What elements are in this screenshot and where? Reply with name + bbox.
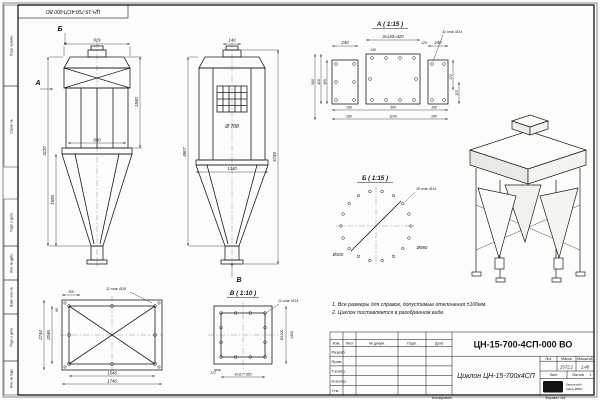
margin-label-6: Инв. № подл. <box>10 368 14 388</box>
detail-b-title: Б ( 1:15 ) <box>362 175 388 182</box>
dim-1746: 1746 <box>107 379 117 384</box>
dim-a-360: 360 <box>390 106 396 110</box>
tb-sheets-value: 1 <box>590 373 592 377</box>
tb-mass-label: Масса <box>561 357 572 361</box>
view-v-holes-note: 12 отв. Ø14 <box>278 299 298 303</box>
dim-a-560: 560 <box>311 79 315 85</box>
company-caption-1: Капельный <box>566 383 582 387</box>
dim-a-190L: 190 <box>346 106 352 110</box>
tb-col-izm: Изм. <box>333 341 341 345</box>
view-arrow-a-label: А <box>34 80 40 87</box>
tb-col-podp: Подп. <box>407 341 417 345</box>
margin-label-2: Подп. и дата <box>10 213 14 232</box>
detail-a: А ( 1:15 ) 32 отв. Ø14 240 3х140=420 120… <box>311 21 462 120</box>
dim-1340: 1340 <box>227 166 237 171</box>
company-caption-2: завод КВЗП <box>566 387 582 391</box>
dim-1546: 1546 <box>107 371 117 376</box>
margin-label-5: Подп. и дата <box>10 328 14 347</box>
dim-a-280L: 280 <box>345 115 352 119</box>
margin-stamps: Перв. примен. Справ. № Подп. и дата Инв.… <box>3 4 19 396</box>
dim-a-140: 140 <box>370 48 376 52</box>
margin-label-1: Справ. № <box>10 119 14 134</box>
format-label: Формат А3 <box>545 395 566 400</box>
company-logo <box>543 381 563 393</box>
dim-a-3x140: 3х140=420 <box>382 34 404 39</box>
margin-label-3: Инв. № дубл. <box>10 253 14 273</box>
margin-label-0: Перв. примен. <box>10 35 14 56</box>
tb-sheet-label: Лист <box>550 373 558 377</box>
dim-a-120: 120 <box>421 41 427 45</box>
dim-d708: Ø 708 <box>224 124 239 130</box>
company-logo-text: KVZP <box>546 385 561 391</box>
detail-b: Б ( 1:15 ) 18 отв. Ø14 Ø920 Ø880 <box>332 175 436 266</box>
tb-scale-label: Масштаб <box>577 357 592 361</box>
dim-a-240L: 240 <box>340 40 349 45</box>
tb-product-name: Циклон ЦН-15-700х4СП <box>457 373 536 380</box>
view-v: В ( 1:10 ) 12 отв. Ø14 172 3х117=350 Ø12… <box>208 290 298 378</box>
tb-scale-value: 1:40 <box>581 365 590 370</box>
dim-v-172: 172 <box>210 371 216 375</box>
detail-a-title: А ( 1:15 ) <box>376 21 403 28</box>
tb-col-doc: № докум. <box>369 341 385 345</box>
dim-140: 140 <box>228 38 236 43</box>
note-line-2: 2. Циклон поставляется в разобранном вид… <box>331 310 445 316</box>
dim-a-420: 420 <box>317 79 321 85</box>
view-arrow-v-label: В <box>236 277 241 284</box>
notes: 1. Все размеры для справок, допустимые о… <box>331 302 487 316</box>
title-block: Изм. Лист № докум. Подп. Дата Разраб. Пр… <box>329 331 595 396</box>
note-line-1: 1. Все размеры для справок, допустимые о… <box>332 302 487 308</box>
margin-label-4: Взам. инв. № <box>10 287 14 307</box>
dim-a-190R: 190 <box>431 106 437 110</box>
detail-a-holes-note: 32 отв. Ø14 <box>442 30 462 34</box>
dim-a-280R: 280 <box>430 115 437 119</box>
front-view: Б А 919 3120 1595 1840 840 <box>34 26 142 268</box>
view-arrow-b-label: Б <box>58 26 63 33</box>
dim-v-1400: 1400 <box>290 331 294 339</box>
dim-1595: 1595 <box>50 195 55 205</box>
dim-a-240R: 240 <box>433 40 442 45</box>
tb-col-data: Дата <box>435 341 443 345</box>
tb-row-utv: Утв. <box>332 388 340 393</box>
doc-number-top: ЦН-15-700-4СП-000 ВО <box>46 8 101 14</box>
base-view: 12 отв. Ø18 200 90 2046 2744 1546 1746 <box>38 287 164 385</box>
base-holes-note: 12 отв. Ø18 <box>106 287 126 291</box>
detail-b-holes-note: 18 отв. Ø14 <box>416 187 436 191</box>
dim-v-d1200: Ø1200 <box>280 330 284 342</box>
side-view: 140 Ø 708 1340 4607 5749 В <box>182 38 279 284</box>
bottom-margin: Копировал Формат А3 <box>432 395 566 400</box>
dim-d920: Ø920 <box>332 252 344 257</box>
dim-a-172: 172 <box>449 74 453 80</box>
dim-3120: 3120 <box>42 146 47 156</box>
dim-5749: 5749 <box>272 152 277 162</box>
dim-4607: 4607 <box>182 147 187 157</box>
dim-a-460: 460 <box>323 79 327 85</box>
dim-a-115: 115 <box>455 90 459 96</box>
isometric-view <box>468 114 588 283</box>
dim-a-1100: 1100 <box>389 115 397 119</box>
dim-d880: Ø880 <box>416 245 428 250</box>
tb-doc-number: ЦН-15-700-4СП-000 ВО <box>474 340 573 350</box>
dim-1840: 1840 <box>134 97 139 107</box>
tb-row-tkontr: Т.контр. <box>332 369 347 374</box>
tb-row-nkontr: Н.контр. <box>332 378 347 383</box>
tb-row-prov: Пров. <box>332 359 343 364</box>
dim-200: 200 <box>67 290 74 294</box>
dim-v-3x117: 3х117=350 <box>234 373 251 377</box>
copied-label: Копировал <box>432 395 453 400</box>
dim-90: 90 <box>55 308 59 312</box>
dim-2744: 2744 <box>38 330 43 341</box>
tb-sheets-label: Листов <box>572 373 584 377</box>
tb-row-razrab: Разраб. <box>332 349 346 354</box>
view-v-title: В ( 1:10 ) <box>230 290 256 297</box>
dim-2046: 2046 <box>46 330 51 341</box>
tb-lit-label: Лит. <box>545 357 552 361</box>
tb-col-list: Лист <box>346 341 354 345</box>
dim-919: 919 <box>93 38 101 43</box>
dim-840: 840 <box>93 138 101 143</box>
tb-mass-value: 1572,2 <box>560 365 574 370</box>
